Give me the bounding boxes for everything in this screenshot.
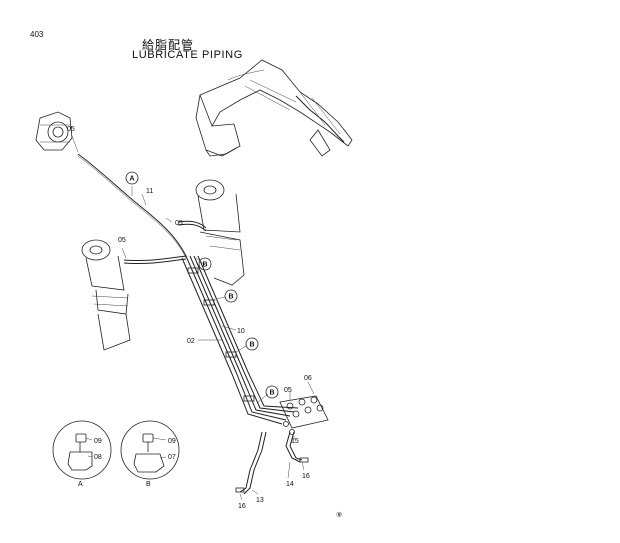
detail-a: 09 08 A bbox=[52, 420, 112, 488]
part-label: 14 bbox=[286, 481, 294, 488]
part-label: 13 bbox=[256, 497, 264, 504]
part-label: 05 bbox=[284, 387, 292, 394]
part-label: 16 bbox=[302, 473, 310, 480]
excavator-overview-illustration bbox=[195, 59, 353, 157]
svg-text:B: B bbox=[203, 262, 208, 269]
hose-11 bbox=[77, 153, 187, 259]
part-label: 08 bbox=[94, 454, 102, 461]
hose-left-cylinder bbox=[123, 255, 187, 264]
svg-text:A: A bbox=[130, 176, 135, 183]
part-label: 05 bbox=[67, 126, 75, 133]
boom-pin-boss-illustration bbox=[35, 111, 73, 151]
svg-text:B: B bbox=[270, 390, 275, 397]
part-label: 09 bbox=[168, 438, 176, 445]
hose-right-cylinder bbox=[177, 220, 207, 232]
callout-b-1: B bbox=[198, 257, 212, 271]
part-label: 15 bbox=[291, 438, 299, 445]
part-label: 11 bbox=[146, 188, 153, 195]
pipe-bundle-main bbox=[181, 255, 299, 425]
footer-mark: ⑨ bbox=[336, 511, 342, 519]
pipe-lower bbox=[235, 431, 309, 495]
title-japanese: 給脂配管 bbox=[142, 38, 195, 52]
part-label: 02 bbox=[187, 338, 195, 345]
svg-text:B: B bbox=[229, 294, 234, 301]
part-label: 16 bbox=[238, 503, 246, 510]
part-label: 06 bbox=[304, 375, 312, 382]
detail-a-label: A bbox=[78, 481, 83, 488]
callout-b-2: B bbox=[224, 289, 238, 303]
cylinder-left-illustration bbox=[81, 239, 131, 351]
part-label: 07 bbox=[168, 454, 176, 461]
part-label: 05 bbox=[175, 220, 183, 227]
detail-b: 09 07 B bbox=[120, 420, 180, 488]
svg-text:B: B bbox=[250, 342, 255, 349]
leader-lines bbox=[71, 135, 315, 501]
part-label: 05 bbox=[118, 237, 126, 244]
detail-b-label: B bbox=[146, 481, 151, 488]
page-number: 403 bbox=[30, 30, 44, 39]
callout-b-4: B bbox=[265, 385, 279, 399]
cylinder-head-right-illustration bbox=[195, 179, 245, 286]
callout-b-3: B bbox=[245, 337, 259, 351]
callout-a-top: A bbox=[125, 171, 139, 185]
pipe-clamps bbox=[187, 267, 255, 402]
title-english: LUBRICATE PIPING bbox=[132, 49, 243, 61]
part-label: 09 bbox=[94, 438, 102, 445]
part-label: 10 bbox=[237, 328, 245, 335]
